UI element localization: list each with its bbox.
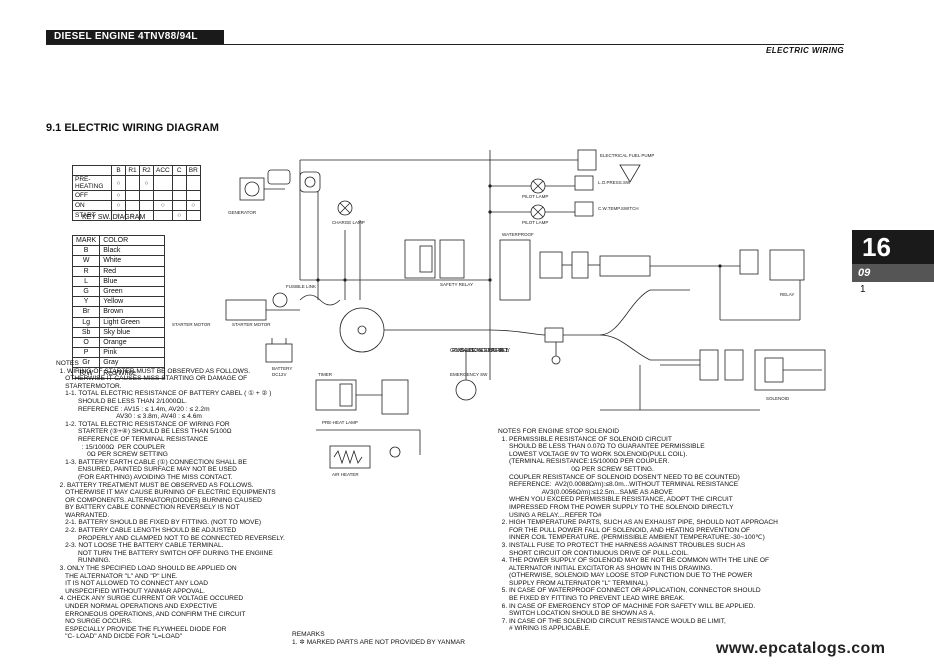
ground-note-label: GROUND SHOULD BE CONNECTED TO BATTERY DI… [450, 348, 510, 354]
table-row: START ○ ○ ○ [72, 210, 201, 221]
table-row: PRE-HEATING ○ ○ [72, 175, 201, 191]
stop-solenoid-symbol [754, 349, 826, 391]
generator-label: GENERATOR [228, 210, 257, 215]
emergency-sw-label: EMERGENCY SW [450, 372, 488, 377]
starter-motor-label-b: STARTER MOTOR [232, 322, 271, 327]
water-temp-label: C.W.TEMP.SWITCH [598, 206, 639, 211]
pre-heat-lamp-label: PRE-HEAT LAMP [322, 420, 358, 425]
table-row: ON ○ ○ ○ [72, 200, 201, 211]
doc-title: DIESEL ENGINE 4TNV88/94L [46, 30, 224, 44]
page-number: 1 [860, 284, 866, 295]
safety-relay-label: SAFETY RELAY [440, 282, 473, 287]
starter-motor-label-a: STARTER MOTOR [172, 322, 211, 327]
fuel-pump-label: ELECTRICAL FUEL PUMP [600, 153, 654, 158]
emergency-sw-symbol [455, 379, 477, 401]
generator-symbol [239, 177, 265, 201]
pilot-lamp-label-a: PILOT LAMP [522, 194, 548, 199]
key-switch-caption: KEY SW. DIAGRAM [82, 214, 146, 221]
starter-motor-symbol [225, 299, 267, 321]
oil-pressure-label: L.O.PRESS.SW [598, 180, 631, 185]
relay-label: RELAY [780, 292, 794, 297]
page-title: 9.1 ELECTRIC WIRING DIAGRAM [46, 122, 219, 134]
key-switch-table: B R1 R2 ACC C BR PRE-HEATING ○ ○ OFF ○ O… [72, 165, 201, 221]
remarks: REMARKS 1. ✲ MARKED PARTS ARE NOT PROVID… [292, 631, 465, 646]
waterproof-label: WATERPROOF [502, 232, 534, 237]
solenoid-label: SOLENOID [766, 396, 790, 401]
fusible-link-label: FUSIBLE LINK [286, 284, 316, 289]
fuel-pump-symbol [577, 149, 597, 171]
chapter-sub: 09 [852, 264, 934, 282]
battery-voltage-label: DC12V [272, 372, 287, 377]
section-label: ELECTRIC WIRING [766, 46, 844, 55]
timer-symbol [315, 379, 357, 411]
pilot-lamp-label-b: PILOT LAMP [522, 220, 548, 225]
solenoid-block [599, 255, 651, 277]
notes-left: NOTES 1. WIRING OF STARTER MUST BE OBSER… [56, 360, 285, 641]
battery-symbol [265, 343, 293, 363]
charge-lamp-symbol [337, 200, 353, 216]
air-heater-label: AIR HEATER [332, 472, 359, 477]
air-heater-symbol [329, 445, 371, 469]
header-rule [46, 44, 844, 45]
relay-symbol [769, 249, 805, 281]
key-switch-symbol [339, 307, 385, 353]
watermark: www.epcatalogs.com [716, 640, 886, 657]
timer-label: TIMER [318, 372, 333, 377]
table-row: B R1 R2 ACC C BR [72, 165, 201, 176]
chapter-number: 16 [852, 230, 934, 264]
charge-lamp-label: CHARGE LAMP [332, 220, 365, 225]
battery-label: BATTERY [272, 366, 292, 371]
notes-right: NOTES FOR ENGINE STOP SOLENOID 1. PERMIS… [498, 428, 778, 633]
table-row: OFF ○ [72, 190, 201, 201]
